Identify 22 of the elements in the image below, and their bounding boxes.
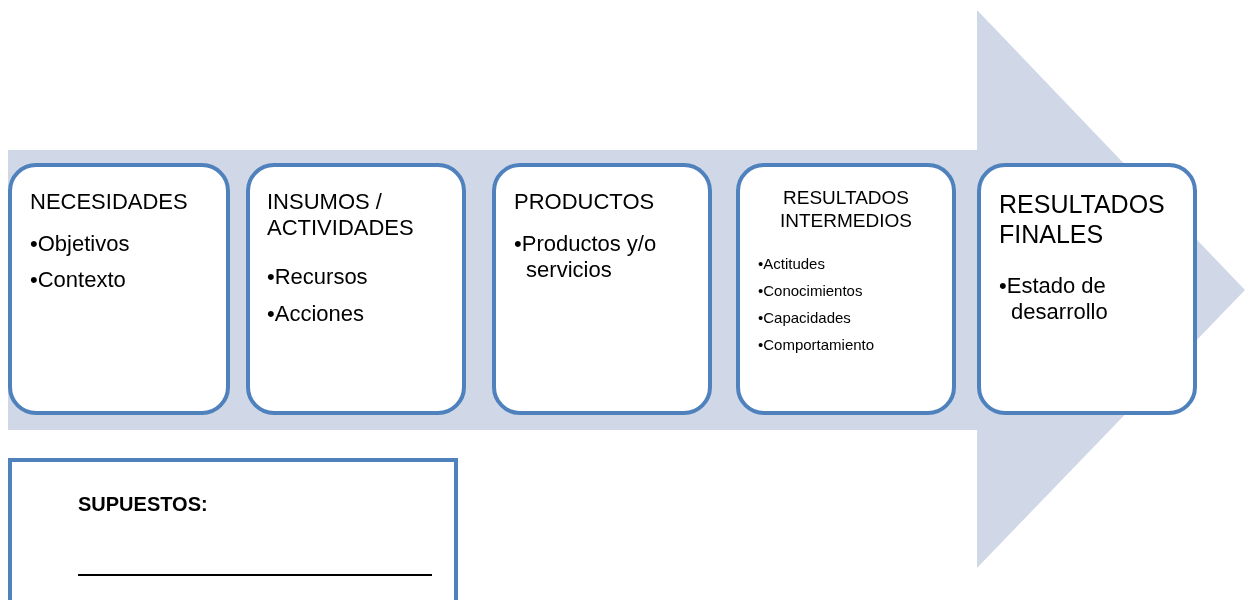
stage-box (246, 163, 466, 415)
bullet-item: •Recursos (267, 264, 369, 291)
box-heading: PRODUCTOS (514, 189, 656, 216)
box-heading: RESULTADOS FINALES (999, 189, 1166, 249)
bullet-item: •Contexto (30, 267, 127, 294)
box-heading: SUPUESTOS: (78, 492, 209, 516)
bullet-item: •Actitudes (758, 255, 826, 273)
box-heading: NECESIDADES (30, 189, 189, 216)
bullet-item: •Capacidades (758, 309, 852, 327)
stage-box (977, 163, 1197, 415)
bullet-item: •Productos y/o servicios (514, 231, 658, 284)
bullet-item: •Objetivos (30, 231, 131, 258)
notes-box (8, 458, 458, 600)
box-heading: INSUMOS / ACTIVIDADES (267, 189, 415, 242)
bullet-item: •Conocimientos (758, 282, 864, 300)
box-heading: RESULTADOS INTERMEDIOS (779, 187, 913, 233)
bullet-item: •Comportamiento (758, 336, 876, 354)
stage-box (8, 163, 230, 415)
stage-box (736, 163, 956, 415)
bullet-item: •Estado de desarrollo (999, 273, 1109, 326)
bullet-item: •Acciones (267, 301, 365, 328)
stage-box (492, 163, 712, 415)
